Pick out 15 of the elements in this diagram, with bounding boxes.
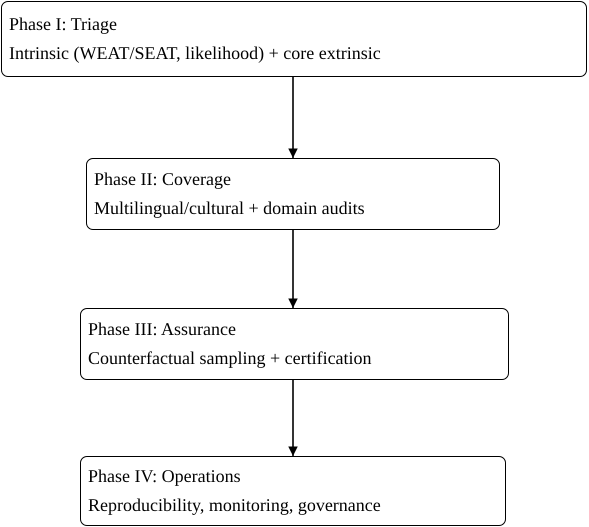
process-box xyxy=(80,308,509,380)
phase-heading: Phase III: Assurance xyxy=(88,318,237,341)
phase-description: Counterfactual sampling + certification xyxy=(88,347,373,370)
process-box xyxy=(80,456,506,526)
phase-description: Reproducibility, monitoring, governance xyxy=(88,494,382,517)
arrow xyxy=(288,230,298,308)
phase-heading: Phase IV: Operations xyxy=(88,465,242,488)
process-box xyxy=(86,158,500,230)
phase-heading: Phase I: Triage xyxy=(9,13,118,36)
arrow xyxy=(288,380,298,456)
arrow xyxy=(288,77,298,158)
process-box xyxy=(1,1,587,77)
phase-description: Multilingual/cultural + domain audits xyxy=(94,197,366,220)
phase-heading: Phase II: Coverage xyxy=(94,168,232,191)
phase-description: Intrinsic (WEAT/SEAT, likelihood) + core extrinsic xyxy=(9,42,382,65)
